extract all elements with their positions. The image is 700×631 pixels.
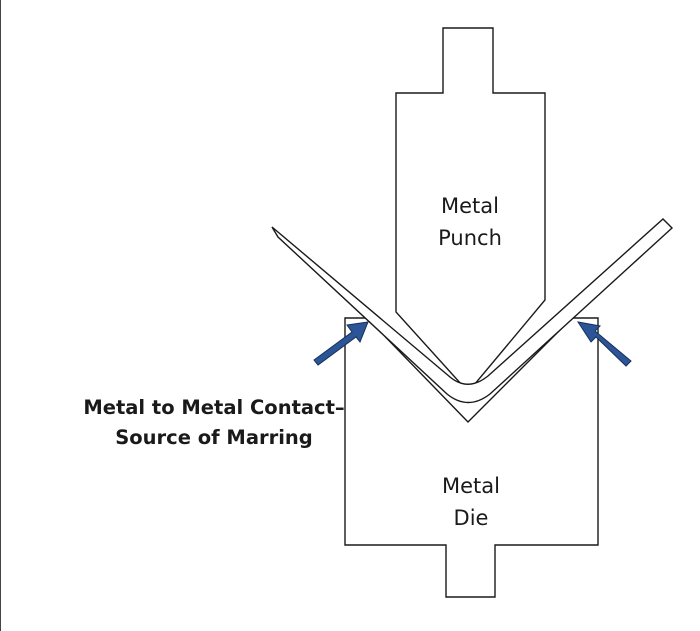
callout-label-line2: Source of Marring — [115, 426, 313, 449]
arrow-left-shape — [313, 321, 369, 366]
metal-die — [344, 317, 599, 598]
die-label-line1: Metal — [442, 474, 500, 498]
sheet-metal-workpiece — [271, 218, 674, 404]
punch-label-line2: Punch — [438, 226, 502, 250]
callout-label-line1: Metal to Metal Contact– — [83, 396, 344, 419]
punch-label-line1: Metal — [441, 194, 499, 218]
contact-arrow-left — [313, 321, 369, 366]
contact-arrow-right — [576, 321, 632, 367]
arrow-right-shape — [576, 321, 632, 367]
die-label-line2: Die — [454, 506, 489, 530]
